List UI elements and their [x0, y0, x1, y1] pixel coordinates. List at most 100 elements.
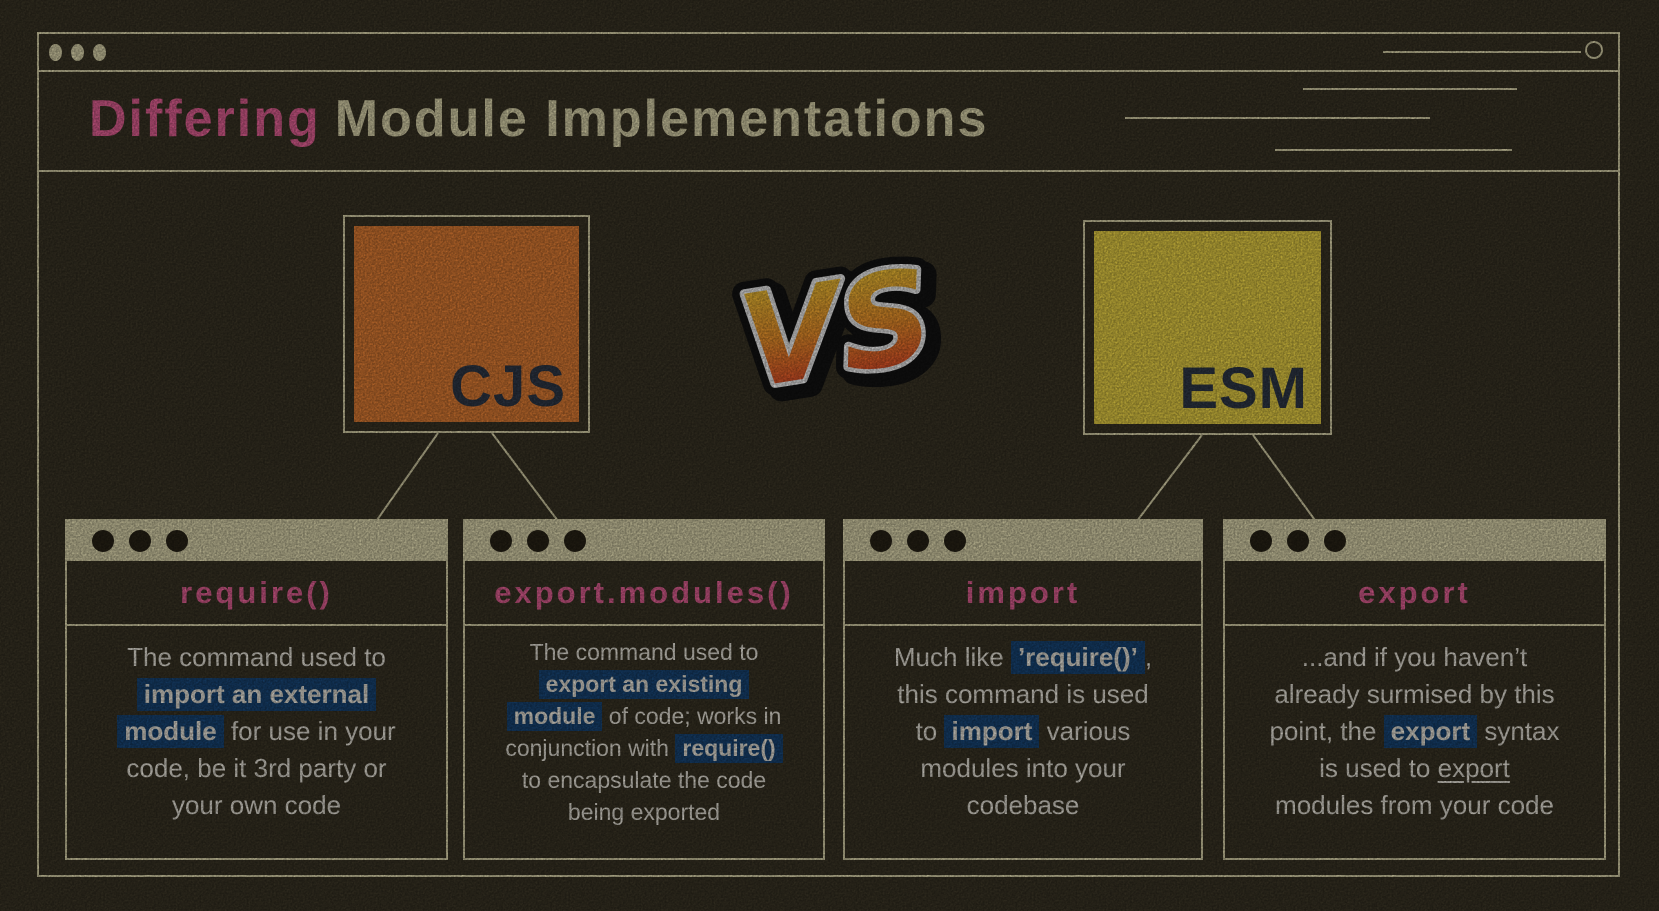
window-titlebar	[39, 34, 1618, 72]
card-body-line: modules into your	[920, 750, 1125, 787]
body-text: this command is used	[897, 679, 1149, 709]
body-text: Much like	[893, 642, 1011, 672]
window-dot-icon	[1250, 530, 1272, 552]
card-body-line: point, the export syntax	[1269, 713, 1560, 750]
window-dot-icon	[93, 43, 106, 61]
body-text: is used to	[1319, 753, 1438, 783]
card-body-line: being exported	[568, 796, 720, 828]
cjs-logo-label: CJS	[450, 354, 566, 419]
highlighted-text: require()	[675, 734, 783, 763]
slider-knob-circle-icon	[1585, 41, 1603, 59]
body-text: point, the	[1269, 716, 1384, 746]
window-dot-icon	[49, 43, 62, 61]
highlighted-text: import	[944, 715, 1040, 748]
card-import: import Much like ’require()’,this comman…	[843, 519, 1203, 860]
card-body-line: modules from your code	[1275, 787, 1554, 824]
window-dot-icon	[166, 530, 188, 552]
card-body: Much like ’require()’,this command is us…	[845, 626, 1201, 858]
card-body-line: The command used to	[127, 639, 386, 676]
card-window-bar	[465, 521, 823, 561]
body-text: to	[915, 716, 945, 746]
connector-line	[491, 432, 559, 522]
connector-line	[1136, 434, 1203, 522]
esm-logo: ESM	[1094, 231, 1321, 424]
card-body-line: import an external	[136, 676, 377, 713]
body-text: of code; works in	[602, 703, 782, 729]
card-body-line: to import various	[915, 713, 1131, 750]
body-text: various	[1039, 716, 1131, 746]
decor-line	[1275, 149, 1512, 151]
title-accent: Differing	[89, 90, 321, 148]
body-text: for use in your	[223, 716, 396, 746]
connector-line	[1252, 434, 1318, 524]
card-body-line: module for use in your	[117, 713, 396, 750]
window-dot-icon	[71, 43, 84, 61]
card-body-line: is used to export	[1319, 750, 1510, 787]
cjs-logo-frame: CJS	[343, 215, 590, 433]
card-body-line: The command used to	[530, 636, 759, 668]
slider-line	[1383, 51, 1581, 53]
body-text: your own code	[171, 790, 342, 820]
card-window-bar	[67, 521, 446, 561]
card-body-line: already surmised by this	[1274, 676, 1554, 713]
card-body-line: ...and if you haven’t	[1302, 639, 1527, 676]
card-title: export.modules()	[465, 561, 823, 626]
body-text: syntax	[1477, 716, 1560, 746]
body-text: code, be it 3rd party or	[126, 753, 387, 783]
card-body-line: conjunction with require()	[505, 732, 783, 764]
window-dot-icon	[870, 530, 892, 552]
highlighted-text: export an existing	[538, 670, 750, 699]
window-dot-icon	[129, 530, 151, 552]
cjs-logo: CJS	[354, 226, 579, 422]
card-body-line: module of code; works in	[506, 700, 782, 732]
card-body-line: codebase	[967, 787, 1080, 824]
connector-line	[376, 432, 439, 521]
window-dot-icon	[1324, 530, 1346, 552]
body-text: The command used to	[127, 642, 386, 672]
card-title: export	[1225, 561, 1604, 626]
decor-line	[1303, 88, 1517, 90]
card-body-line: export an existing	[538, 668, 750, 700]
content-area: CJS ESM VS VS V	[39, 172, 1618, 871]
card-export-modules: export.modules() The command used to expo…	[463, 519, 825, 860]
body-text: being exported	[567, 799, 721, 825]
highlighted-text: ’require()’	[1010, 641, 1145, 674]
body-text: modules into your	[920, 753, 1126, 783]
body-text: modules from your code	[1275, 790, 1554, 820]
decor-line	[1125, 117, 1430, 119]
window-dot-icon	[907, 530, 929, 552]
highlighted-text: module	[506, 702, 603, 731]
card-window-bar	[845, 521, 1201, 561]
card-require: require() The command used to import an e…	[65, 519, 448, 860]
highlighted-text: module	[117, 715, 224, 748]
body-text: ,	[1144, 642, 1153, 672]
body-text: conjunction with	[505, 735, 676, 761]
versus-badge: VS VS VS VS	[732, 229, 942, 436]
body-text: to encapsulate the code	[521, 767, 767, 793]
esm-logo-label: ESM	[1179, 356, 1308, 421]
window-dot-icon	[92, 530, 114, 552]
window-dot-icon	[944, 530, 966, 552]
body-text: codebase	[966, 790, 1080, 820]
underlined-text: export	[1437, 753, 1510, 783]
card-title: require()	[67, 561, 446, 626]
card-body-line: code, be it 3rd party or	[126, 750, 386, 787]
window-dot-icon	[564, 530, 586, 552]
body-text: already surmised by this	[1274, 679, 1555, 709]
esm-logo-frame: ESM	[1083, 220, 1332, 435]
card-body-line: to encapsulate the code	[522, 764, 766, 796]
body-text: The command used to	[529, 639, 759, 665]
highlighted-text: export	[1383, 715, 1478, 748]
window-dot-icon	[1287, 530, 1309, 552]
window-dot-icon	[490, 530, 512, 552]
title-rest: Module Implementations	[334, 90, 989, 148]
card-title: import	[845, 561, 1201, 626]
card-body-line: Much like ’require()’,	[894, 639, 1152, 676]
highlighted-text: import an external	[136, 678, 377, 711]
window-dot-icon	[527, 530, 549, 552]
